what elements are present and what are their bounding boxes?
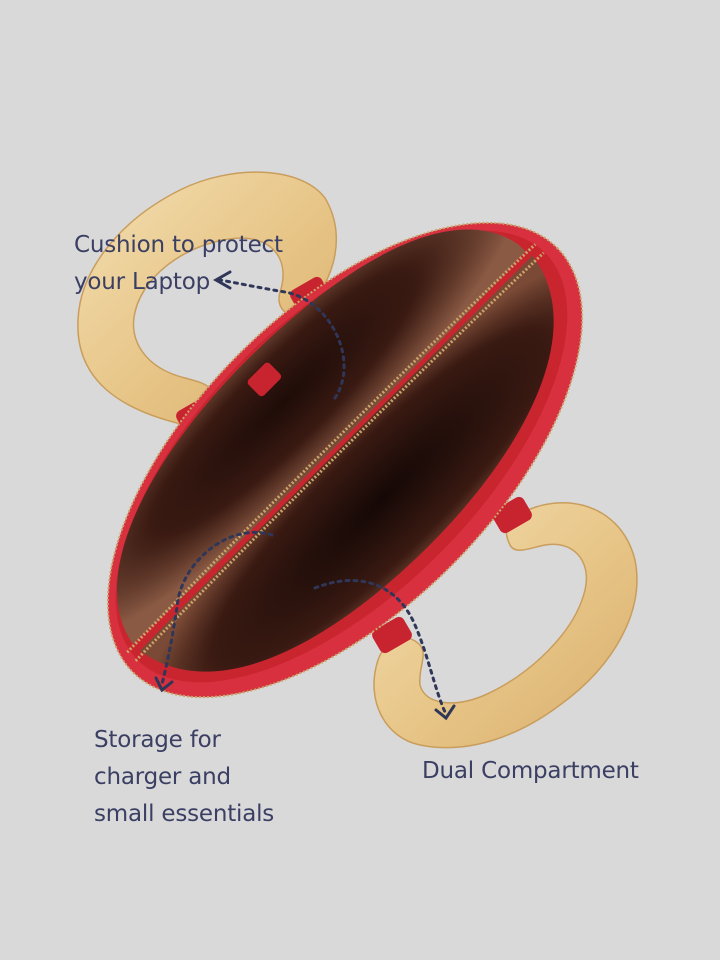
storage-line-3: small essentials (94, 801, 275, 827)
arrow-cushion (218, 278, 346, 400)
arrowhead-storage (154, 676, 174, 693)
arrow-dual (313, 579, 447, 714)
storage-line-1: Storage for (94, 727, 221, 753)
dual-line-1: Dual Compartment (422, 758, 639, 784)
storage-line-2: charger and (94, 764, 231, 790)
storage-annotation: Storage for charger and small essentials (94, 722, 274, 833)
arrowhead-cushion (212, 270, 232, 290)
cushion-line-1: Cushion to protect (74, 232, 283, 258)
cushion-line-2: your Laptop (74, 269, 211, 295)
bottom-handle (372, 496, 638, 749)
bag-body (106, 221, 584, 699)
arrowhead-dual (434, 704, 456, 721)
arrow-storage (160, 531, 274, 686)
cushion-annotation: Cushion to protect your Laptop (74, 227, 283, 301)
dual-annotation: Dual Compartment (422, 753, 639, 790)
